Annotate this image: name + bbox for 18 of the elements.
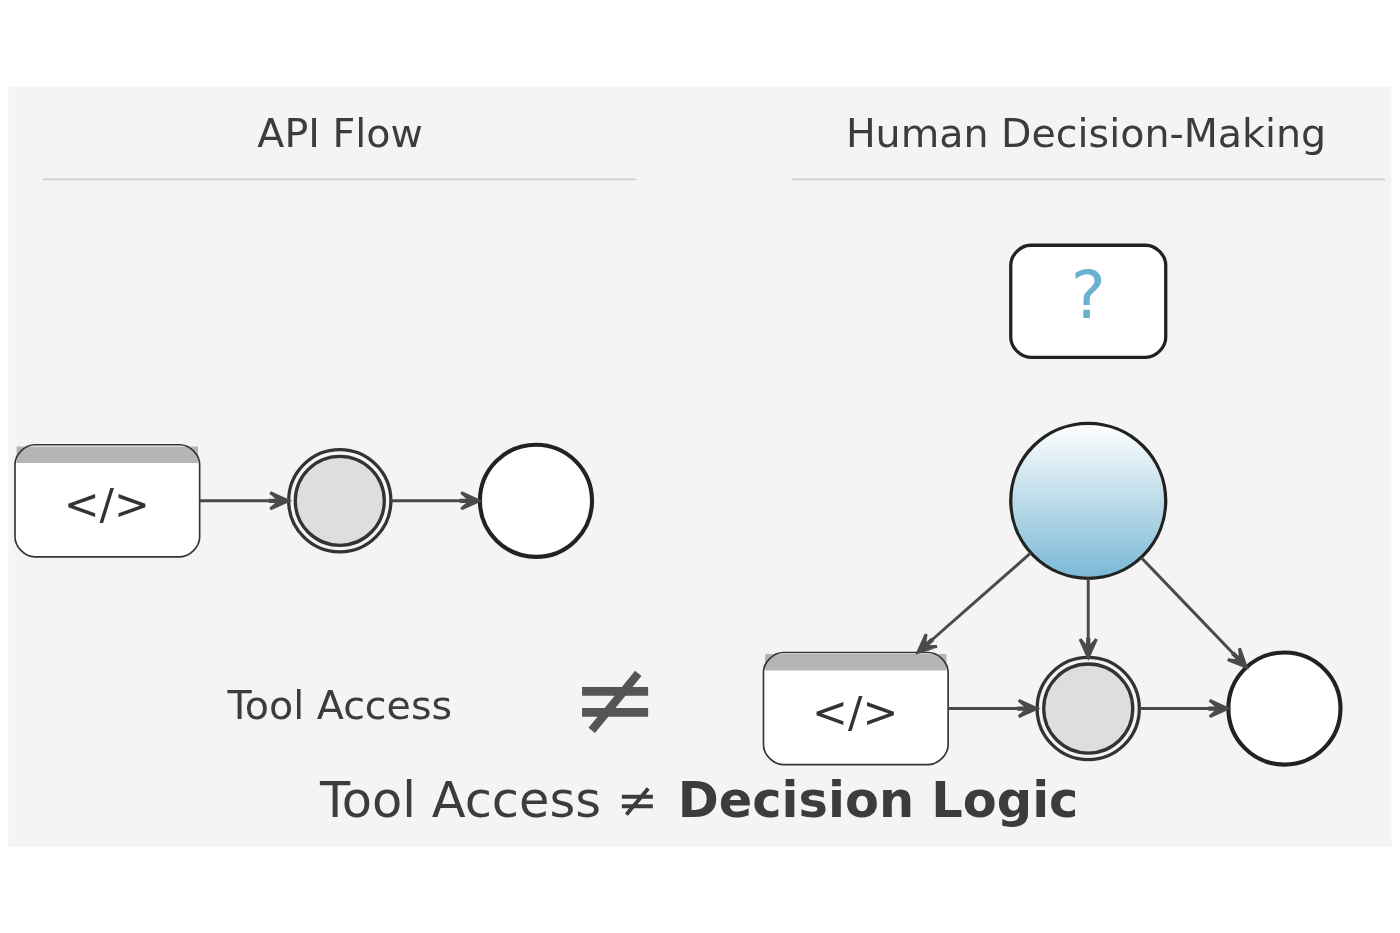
label: API Flow — [257, 109, 423, 156]
arrow — [1140, 556, 1248, 669]
label: Human Decision-Making — [845, 109, 1327, 156]
arrow — [391, 490, 481, 510]
node-gear — [287, 447, 393, 554]
node-magnifier — [477, 442, 595, 559]
node-person — [1009, 421, 1168, 580]
node-gear — [1035, 655, 1141, 761]
caption: Tool Access ≠ Decision Logic — [320, 770, 1079, 829]
arrow — [1078, 578, 1098, 659]
arrow — [948, 698, 1039, 718]
node-box: ? — [1009, 243, 1168, 359]
arrow — [1139, 698, 1230, 718]
arrow — [199, 490, 290, 510]
label: Tool Access — [227, 681, 453, 728]
node-magnifier — [1226, 649, 1343, 767]
label: ≠ — [570, 636, 660, 760]
arrow — [916, 551, 1032, 654]
